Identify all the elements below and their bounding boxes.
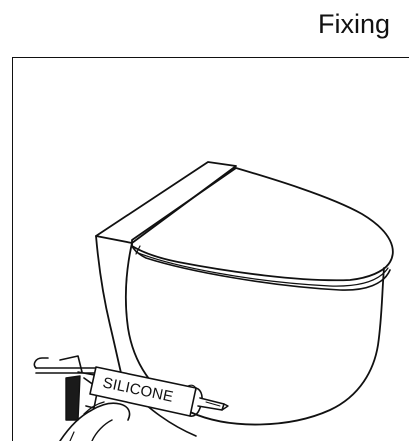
silicone-cartridge: SILICONE [89, 366, 229, 417]
hand [59, 401, 131, 441]
page-title: Fixing [318, 9, 391, 39]
silicone-gun [33, 355, 101, 421]
toilet-seat [131, 167, 394, 291]
